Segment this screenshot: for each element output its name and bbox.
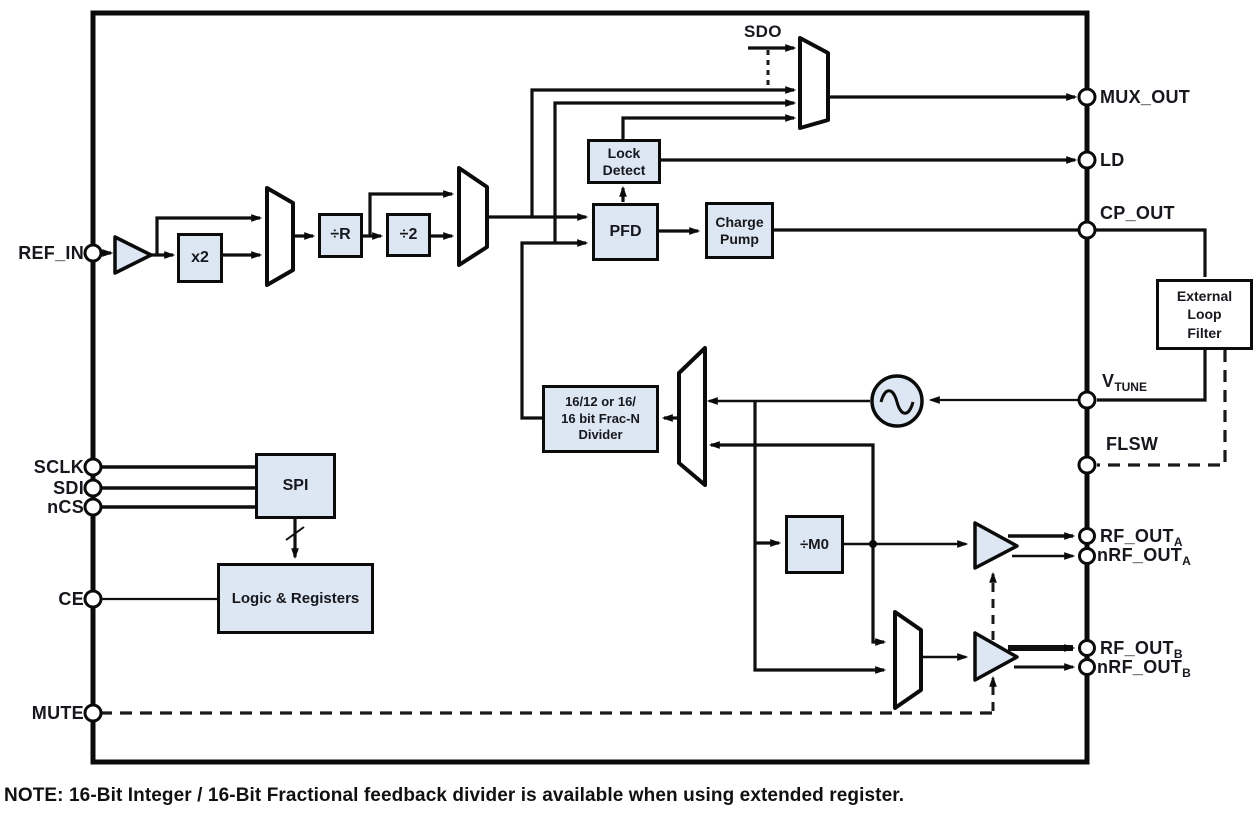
- pin-ce-terminal: [83, 589, 103, 609]
- flsw-dashed-wire: [1097, 350, 1227, 467]
- charge-pump-label: Charge Pump: [715, 213, 764, 247]
- pin-label-vtune: VTUNE: [1102, 371, 1147, 394]
- pin-mux-out-terminal: [1077, 87, 1097, 107]
- external-loop-filter-label: External Loop Filter: [1176, 288, 1233, 341]
- ref-divider-mux-icon: [457, 166, 489, 267]
- pin-label-ref-in: REF_IN: [18, 243, 84, 263]
- signal-wires: [101, 44, 1207, 674]
- feedback-select-mux-icon: [677, 346, 707, 487]
- div2-block: ÷2: [386, 213, 431, 257]
- pin-nrf-out-b-terminal: [1078, 658, 1096, 676]
- pin-label-rf-out-a: RF_OUTA: [1100, 526, 1183, 549]
- ref-doubler-block: x2: [177, 233, 223, 283]
- logic-registers-label: Logic & Registers: [231, 589, 360, 607]
- muxout-mux-icon: [798, 36, 830, 130]
- frac-n-divider-label: 16/12 or 16/ 16 bit Frac-N Divider: [561, 393, 640, 443]
- pin-label-mux-out: MUX_OUT: [1100, 87, 1191, 107]
- rf-out-b-buffer-icon: [973, 631, 1019, 682]
- pin-label-rf-out-b: RF_OUTB: [1100, 638, 1183, 661]
- pin-cp-out-terminal: [1077, 220, 1097, 240]
- logic-registers-block: Logic & Registers: [217, 563, 374, 634]
- pin-label-mute: MUTE: [31, 703, 84, 723]
- pin-label-nrf-out-a: nRF_OUTA: [1097, 545, 1191, 568]
- pin-ref-in-terminal: [83, 243, 103, 263]
- m0-divider-label: ÷M0: [799, 535, 830, 553]
- junction-dot: [869, 540, 877, 548]
- pin-label-sdi: SDI: [53, 478, 84, 498]
- rf-out-a-buffer-icon: [973, 521, 1019, 570]
- lock-detect-label: Lock Detect: [602, 144, 646, 178]
- pin-terminals: [83, 87, 1097, 723]
- div2-label: ÷2: [399, 225, 418, 243]
- pin-label-nrf-out-b: nRF_OUTB: [1097, 657, 1191, 680]
- pin-label-flsw: FLSW: [1106, 434, 1159, 454]
- charge-pump-block: Charge Pump: [705, 202, 774, 259]
- note-text: NOTE: 16-Bit Integer / 16-Bit Fractional…: [4, 785, 905, 806]
- pin-label-sclk: SCLK: [33, 457, 84, 477]
- pin-sclk-terminal: [83, 457, 103, 477]
- pin-ncs-terminal: [83, 497, 103, 517]
- dashed-wires: [100, 50, 1227, 715]
- spi-block: SPI: [255, 453, 336, 519]
- pin-label-ld: LD: [1100, 150, 1125, 170]
- r-divider-label: ÷R: [330, 226, 351, 244]
- pin-ld-terminal: [1077, 150, 1097, 170]
- pfd-block: PFD: [592, 203, 659, 261]
- m0-divider-block: ÷M0: [785, 515, 844, 574]
- pin-flsw-terminal: [1077, 455, 1097, 475]
- lock-detect-block: Lock Detect: [587, 139, 661, 184]
- r-divider-block: ÷R: [318, 213, 363, 258]
- chip-outline: [90, 10, 1090, 765]
- pin-sdi-terminal: [83, 478, 103, 498]
- external-loop-filter-block: External Loop Filter: [1156, 279, 1253, 350]
- pfd-label: PFD: [609, 222, 642, 240]
- pin-rf-out-a-terminal: [1078, 527, 1096, 545]
- spi-label: SPI: [282, 476, 309, 494]
- rfoutb-select-mux-icon: [893, 610, 923, 710]
- ref-doubler-label: x2: [191, 248, 209, 266]
- ref-doubler-mux-icon: [265, 186, 295, 287]
- pin-nrf-out-a-terminal: [1078, 547, 1096, 565]
- vco-sine-glyph: [879, 389, 915, 415]
- pin-vtune-terminal: [1077, 390, 1097, 410]
- sdo-signal-label: SDO: [744, 22, 782, 41]
- mux-symbols: [265, 36, 923, 710]
- pin-rf-out-b-terminal: [1078, 639, 1096, 657]
- pin-mute-terminal: [83, 703, 103, 723]
- ref-input-buffer-icon: [113, 235, 153, 275]
- pin-label-ce: CE: [58, 589, 84, 609]
- pin-label-ncs: nCS: [47, 497, 84, 517]
- pin-label-cp-out: CP_OUT: [1100, 203, 1175, 223]
- frac-n-divider-block: 16/12 or 16/ 16 bit Frac-N Divider: [542, 385, 659, 453]
